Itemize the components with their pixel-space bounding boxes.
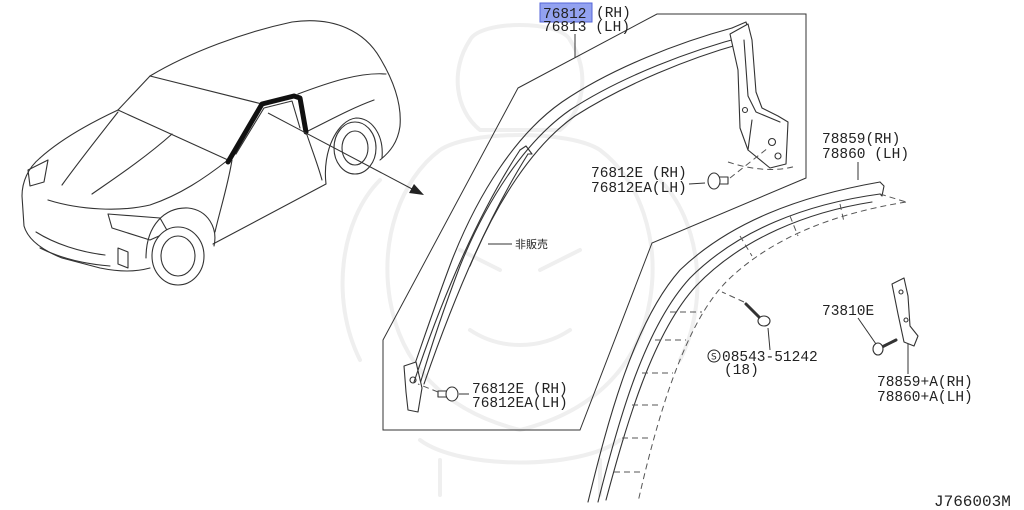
car-hood-far-edge <box>39 109 119 159</box>
car-far-a-pillar <box>117 75 151 111</box>
standard-part-symbol <box>707 349 721 363</box>
roof-side-hidden-outline <box>614 193 907 503</box>
callout-clip-lower[interactable]: 76812E (RH) 76812EA(LH) <box>472 382 568 412</box>
car-near-fender <box>47 159 229 210</box>
car-side-window <box>235 100 301 155</box>
part-number[interactable]: 73810E <box>822 304 874 320</box>
car-headlight-far <box>27 159 49 187</box>
callout-clip-upper[interactable]: 76812E (RH) 76812EA(LH) <box>591 166 687 197</box>
part-number-rh[interactable]: 78859+A(RH) <box>877 375 973 391</box>
car-pillar-moulding-highlight <box>225 93 309 165</box>
callout-roof-side-moulding[interactable]: 78859(RH) 78860 (LH) <box>822 132 909 163</box>
callout-bracket[interactable]: 78859+A(RH) 78860+A(LH) <box>877 375 973 406</box>
car-door-front-edge <box>214 159 233 233</box>
quantity: (18) <box>724 363 759 379</box>
front-pillar-moulding <box>403 21 751 413</box>
car-rear-rim <box>341 130 369 166</box>
selected-part-highlight <box>539 2 593 23</box>
car-hood-crease-2 <box>91 133 173 195</box>
callout-front-pillar-moulding[interactable]: 76812 (RH) 76813 (LH) <box>539 2 631 36</box>
push-clip-icon <box>437 386 459 402</box>
part-number-lh[interactable]: 78860+A(LH) <box>877 390 973 406</box>
car-bumper-lip <box>39 247 111 267</box>
part-number-lh[interactable]: 76813 (LH) <box>543 20 630 36</box>
vehicle-illustration <box>21 20 401 286</box>
part-number-rh[interactable]: 76812E (RH) <box>472 382 568 398</box>
part-number-rh[interactable]: 76812 <box>543 7 587 23</box>
pillar-bracket <box>729 23 789 169</box>
not-sold-note: 非販売 <box>515 238 548 251</box>
car-door-rear-edge <box>305 131 323 181</box>
part-number[interactable]: 08543-51242 <box>722 350 818 366</box>
clip-upper-guide <box>729 147 769 179</box>
part-number-rh[interactable]: 76812E (RH) <box>591 166 687 182</box>
car-roof-outline <box>149 20 401 161</box>
car-fog-light <box>117 247 129 269</box>
roof-side-moulding <box>587 181 885 503</box>
screw-icon <box>872 338 898 356</box>
car-hood-crease <box>61 111 119 186</box>
pointer-arrow-icon <box>267 112 424 195</box>
callout-frame <box>382 13 807 431</box>
car-rear-wheel-arch <box>324 117 383 185</box>
car-front-wheel-arch <box>145 207 216 259</box>
push-clip-icon <box>707 172 729 190</box>
inner-strip-not-sold <box>413 145 533 385</box>
car-windshield-cowl <box>117 109 229 161</box>
leader-lines <box>459 34 909 395</box>
screw-icon <box>744 302 771 327</box>
car-nose <box>21 157 151 272</box>
car-roof-near-edge <box>297 73 387 95</box>
screw-guide <box>721 291 745 303</box>
bracket-icon <box>891 277 919 347</box>
part-number-rh[interactable]: 78859(RH) <box>822 132 900 148</box>
part-number-lh[interactable]: 78860 (LH) <box>822 147 909 163</box>
clip-lower-guide <box>417 383 439 393</box>
car-front-rim <box>160 235 196 277</box>
car-sill <box>212 183 327 245</box>
diagram-code: J766003M <box>934 493 1011 510</box>
part-number-lh[interactable]: 76812EA(LH) <box>472 396 568 412</box>
watermark-crest <box>340 23 700 497</box>
callout-bracket-screw[interactable]: 73810E <box>822 304 874 320</box>
car-belt-line <box>305 99 375 133</box>
part-number-lh[interactable]: 76812EA(LH) <box>591 181 687 197</box>
callout-standard-screw[interactable]: S 08543-51242 (18) <box>707 349 818 379</box>
bracket-outline-hidden <box>727 161 797 170</box>
car-windshield-top <box>149 75 263 105</box>
part-side-rh: (RH) <box>596 6 631 22</box>
standard-part-symbol-letter: S <box>711 353 717 363</box>
car-bumper-intake <box>35 231 106 256</box>
